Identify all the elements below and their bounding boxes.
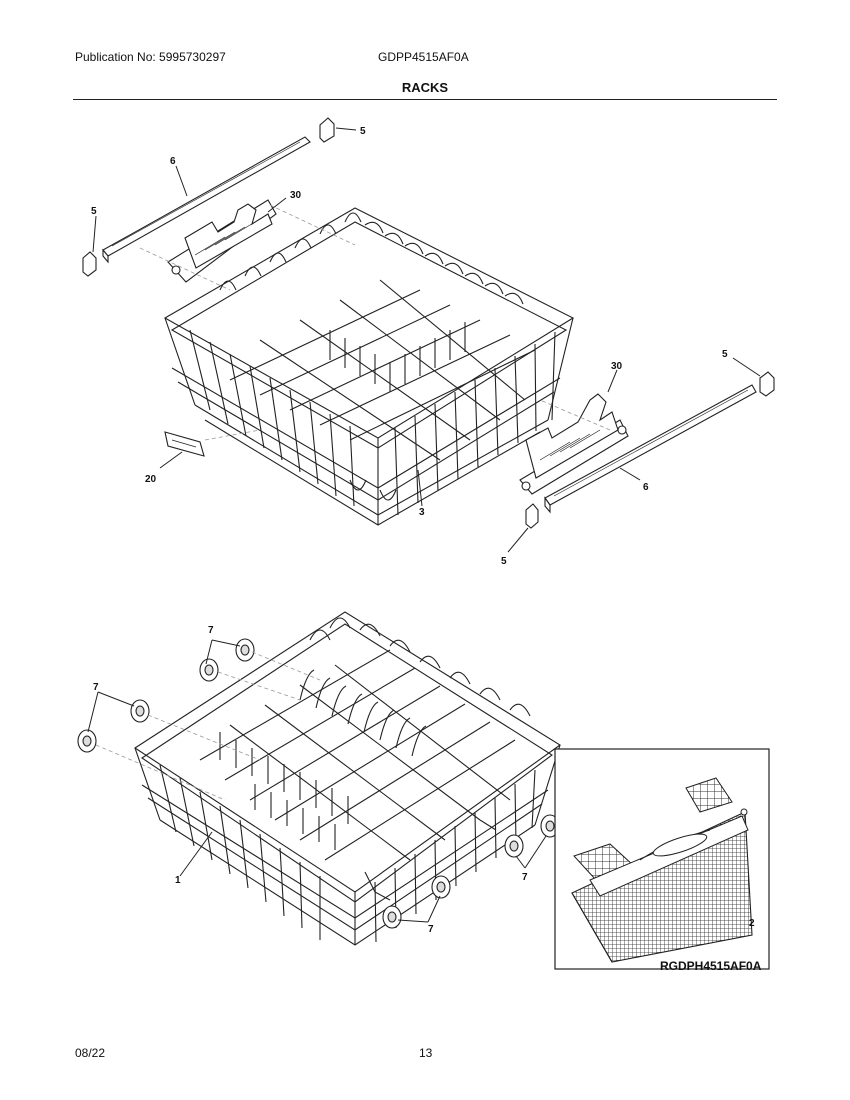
callout-5-top: 5	[360, 126, 366, 137]
rack-wheel-8	[382, 905, 402, 929]
callout-5-left: 5	[91, 206, 97, 217]
callout-6-left: 6	[170, 156, 176, 167]
header-rule	[73, 99, 777, 100]
rack-rail-right	[544, 384, 757, 514]
callout-7-upper: 7	[208, 625, 214, 636]
callout-20: 20	[145, 474, 157, 485]
rack-wheel-6	[504, 834, 524, 858]
upper-assembly-lines	[139, 204, 611, 441]
callout-7-left: 7	[93, 682, 99, 693]
callout-7-bottom: 7	[428, 924, 434, 935]
rack-wheel-3	[130, 699, 150, 723]
upper-rack	[163, 207, 575, 526]
rail-end-cap-c	[759, 371, 775, 397]
model-number: GDPP4515AF0A	[378, 50, 469, 64]
rack-wheel-1	[235, 638, 255, 662]
publication-number: Publication No: 5995730297	[75, 50, 226, 64]
rack-wheel-7	[431, 875, 451, 899]
rack-adjuster-right	[519, 393, 629, 495]
rack-nameplate	[164, 431, 205, 457]
callout-1: 1	[175, 875, 181, 886]
lower-rack	[133, 611, 561, 946]
silverware-basket-inset	[554, 748, 770, 970]
rail-end-cap-b	[82, 251, 97, 277]
inset-model-code: RGDPH4515AF0A	[660, 959, 762, 973]
callout-30-right: 30	[611, 361, 623, 372]
callout-3: 3	[419, 507, 425, 518]
callout-6-right: 6	[643, 482, 649, 493]
rail-end-cap-a	[319, 117, 335, 143]
footer-date: 08/22	[75, 1046, 106, 1060]
upper-leaders	[92, 127, 761, 553]
callout-5-bottom: 5	[501, 556, 507, 567]
rack-rail-left	[102, 136, 311, 264]
callout-30-left: 30	[290, 190, 302, 201]
page-number: 13	[419, 1046, 433, 1060]
callout-7-right: 7	[522, 872, 528, 883]
rail-end-cap-d	[525, 503, 539, 529]
lower-assembly-lines	[95, 651, 321, 801]
rack-wheel-2	[199, 658, 219, 682]
rack-wheel-4	[77, 729, 97, 753]
callout-5-right: 5	[722, 349, 728, 360]
rack-adjuster-left	[167, 199, 277, 283]
callout-2: 2	[749, 918, 755, 929]
section-title: RACKS	[401, 80, 449, 95]
